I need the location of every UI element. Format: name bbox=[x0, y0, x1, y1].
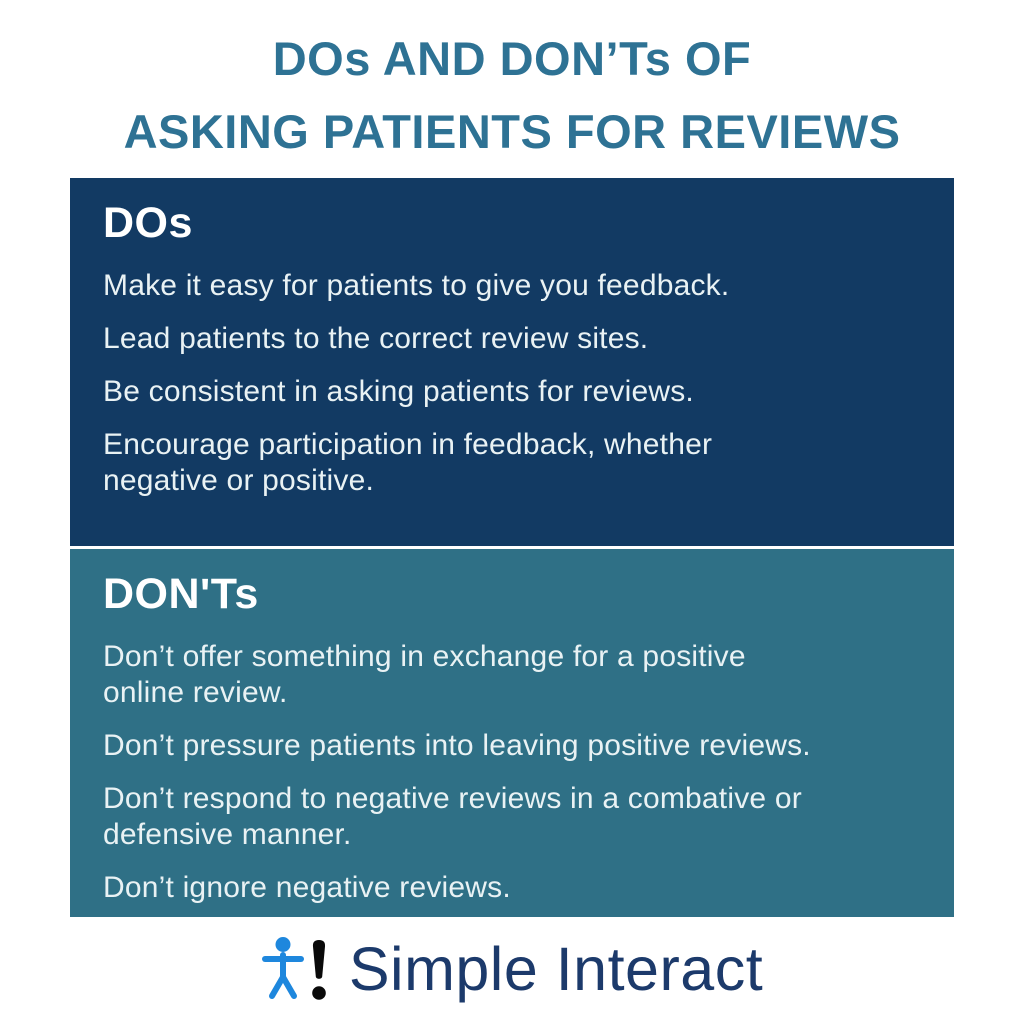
donts-item: Don’t ignore negative reviews. bbox=[103, 871, 511, 904]
page-title-line1: DOs AND DON’Ts OF bbox=[272, 32, 752, 85]
brand-logo: Simple Interact bbox=[0, 936, 1024, 1002]
donts-panel: DON'Ts Don’t offer something in exchange… bbox=[70, 549, 954, 917]
dos-panel: DOs Make it easy for patients to give yo… bbox=[70, 178, 954, 546]
dos-item: Lead patients to the correct review site… bbox=[103, 322, 649, 355]
donts-item: Don’t respond to negative reviews in a c… bbox=[103, 782, 802, 851]
donts-item: Don’t offer something in exchange for a … bbox=[103, 640, 746, 709]
brand-name: Simple Interact bbox=[348, 935, 764, 1003]
exclamation-icon bbox=[312, 940, 326, 1000]
page-title: DOs AND DON’Ts OF ASKING PATIENTS FOR RE… bbox=[0, 22, 1024, 168]
dos-item: Be consistent in asking patients for rev… bbox=[103, 375, 694, 408]
dos-item: Encourage participation in feedback, whe… bbox=[103, 428, 713, 497]
donts-heading: DON'Ts bbox=[103, 570, 259, 618]
dos-heading: DOs bbox=[103, 199, 193, 247]
donts-item: Don’t pressure patients into leaving pos… bbox=[103, 729, 811, 762]
person-figure-icon bbox=[261, 937, 304, 999]
dos-item: Make it easy for patients to give you fe… bbox=[103, 269, 730, 302]
page-title-line2: ASKING PATIENTS FOR REVIEWS bbox=[123, 105, 901, 158]
